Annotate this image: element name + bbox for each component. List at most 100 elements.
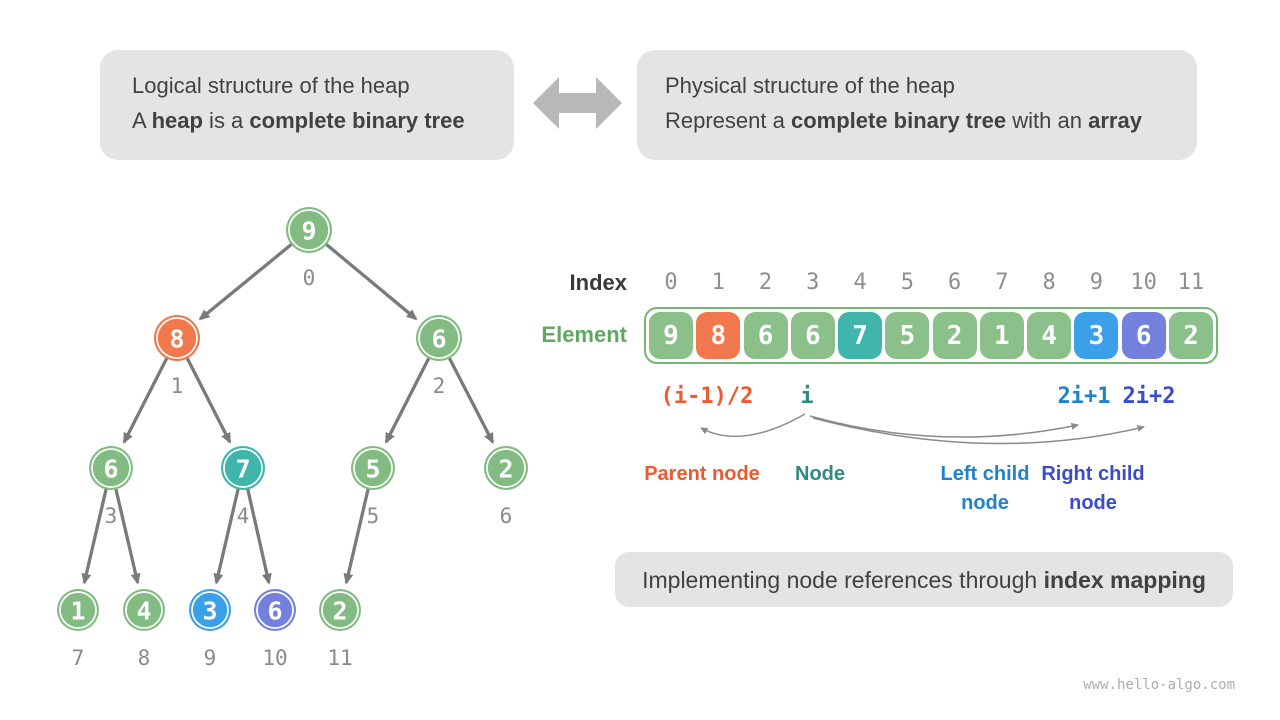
tree-edge-arrow xyxy=(384,356,431,444)
array-index: 10 xyxy=(1130,270,1157,295)
tree-node-value: 4 xyxy=(136,597,151,626)
index-formula: 2i+1 xyxy=(1057,384,1111,409)
logical-structure-line2: A heap is a complete binary tree xyxy=(132,103,514,138)
physical-structure-box: Physical structure of the heap Represent… xyxy=(637,50,1197,160)
index-row-header: Index xyxy=(569,270,627,295)
logical-structure-line1: Logical structure of the heap xyxy=(132,68,514,103)
tree-node-value: 1 xyxy=(70,597,85,626)
physical-structure-line1: Physical structure of the heap xyxy=(665,68,1197,103)
tree-node: 17 xyxy=(57,589,99,670)
array-cell: 5 xyxy=(885,312,930,359)
tree-edge-arrow xyxy=(185,356,232,444)
tree-edge-arrow xyxy=(343,488,370,585)
tree-node: 55 xyxy=(351,446,395,528)
tree-node-value: 6 xyxy=(431,325,446,354)
bold-text: complete binary tree xyxy=(249,108,465,133)
tree-node: 74 xyxy=(221,446,265,528)
tree-node: 6 10 xyxy=(254,589,296,670)
array-cell: 7 xyxy=(838,312,883,359)
tree-node-index-label: 11 xyxy=(327,646,352,670)
text: A xyxy=(132,108,152,133)
tree-node-index-label: 0 xyxy=(303,266,316,290)
tree-node: 48 xyxy=(123,589,165,670)
caption-box: Implementing node references through ind… xyxy=(615,552,1233,607)
tree-node-index-label: 1 xyxy=(171,374,184,398)
array-index: 2 xyxy=(758,270,773,295)
tree-node: 26 xyxy=(484,446,528,528)
tree-edge-arrow xyxy=(246,488,272,585)
array-index: 3 xyxy=(806,270,820,295)
physical-structure-line2: Represent a complete binary tree with an… xyxy=(665,103,1197,138)
tree-edge-arrow xyxy=(324,242,418,321)
text: with an xyxy=(1006,108,1089,133)
tree-node-index-label: 10 xyxy=(262,646,287,670)
mapping-label: Node xyxy=(795,463,845,485)
logical-structure-box: Logical structure of the heap A heap is … xyxy=(100,50,514,160)
tree-node-index-label: 8 xyxy=(138,646,151,670)
tree-node: 2 11 xyxy=(319,589,361,670)
tree-node-index-label: 3 xyxy=(105,504,118,528)
array-index: 11 xyxy=(1177,270,1205,295)
tree-node-index-label: 7 xyxy=(72,646,85,670)
array-index: 7 xyxy=(995,270,1009,295)
text: Implementing node references through xyxy=(642,566,1044,593)
array-index: 0 xyxy=(664,270,678,295)
tree-node-value: 2 xyxy=(332,597,347,626)
array-cell: 3 xyxy=(1074,312,1119,359)
array-cell: 9 xyxy=(649,312,693,359)
element-row-header: Element xyxy=(541,322,627,347)
arrow-i-to-parent-icon xyxy=(700,413,806,438)
index-formula: 2i+2 xyxy=(1122,384,1176,409)
array-index: 9 xyxy=(1089,270,1104,295)
tree-node-value: 3 xyxy=(202,597,217,626)
text: Logical structure of the heap xyxy=(132,73,410,98)
tree-node: 90 xyxy=(286,207,332,290)
array-cell: 1 xyxy=(979,312,1024,359)
array-cell: 6 xyxy=(743,312,788,359)
array-index: 4 xyxy=(853,270,867,295)
tree-node-index-label: 5 xyxy=(367,504,380,528)
index-formula: (i-1)/2 xyxy=(660,384,754,409)
tree-edge-arrow xyxy=(81,488,108,585)
array-index: 5 xyxy=(900,270,914,295)
tree-node-value: 6 xyxy=(103,455,118,484)
array-cell: 2 xyxy=(932,312,977,359)
double-arrow-icon xyxy=(533,77,622,129)
tree-edge-arrow xyxy=(447,356,495,444)
tree-node-value: 9 xyxy=(301,217,316,246)
arrow-i-to-left-child-icon xyxy=(809,415,1079,438)
tree-edge-arrow xyxy=(114,488,141,585)
array-cell: 4 xyxy=(1027,312,1072,359)
text: Physical structure of the heap xyxy=(665,73,955,98)
array-index: 6 xyxy=(947,270,962,295)
tree-node-value: 2 xyxy=(498,455,513,484)
tree-node-index-label: 4 xyxy=(237,504,250,528)
arrow-i-to-right-child-icon xyxy=(812,417,1145,445)
bold-text: index mapping xyxy=(1043,566,1206,593)
tree-node-index-label: 9 xyxy=(204,646,217,670)
tree-node: 63 xyxy=(89,446,133,528)
index-formula: i xyxy=(800,384,814,409)
tree-edge-arrow xyxy=(213,488,240,585)
tree-node: 62 xyxy=(416,315,462,398)
bold-text: complete binary tree xyxy=(790,108,1007,133)
array-cell: 2 xyxy=(1168,312,1213,359)
watermark: www.hello-algo.com xyxy=(1083,677,1235,693)
tree-node: 39 xyxy=(189,589,231,670)
array-cell: 8 xyxy=(696,312,741,359)
mapping-label: Left child node xyxy=(940,463,1030,514)
mapping-label: Right child node xyxy=(1041,463,1145,514)
bold-text: heap xyxy=(151,108,203,133)
array-cell: 6 xyxy=(790,312,835,359)
tree-node-value: 7 xyxy=(235,455,250,484)
text: Represent a xyxy=(665,108,791,133)
array-index: 1 xyxy=(711,270,725,295)
array-index: 8 xyxy=(1042,270,1056,295)
index-mapping-arrows xyxy=(700,413,1145,445)
tree-node-value: 6 xyxy=(267,597,282,626)
array-index-row: 0 1 2 3 4 5 6 7 8 9 10 11 xyxy=(649,271,1213,295)
